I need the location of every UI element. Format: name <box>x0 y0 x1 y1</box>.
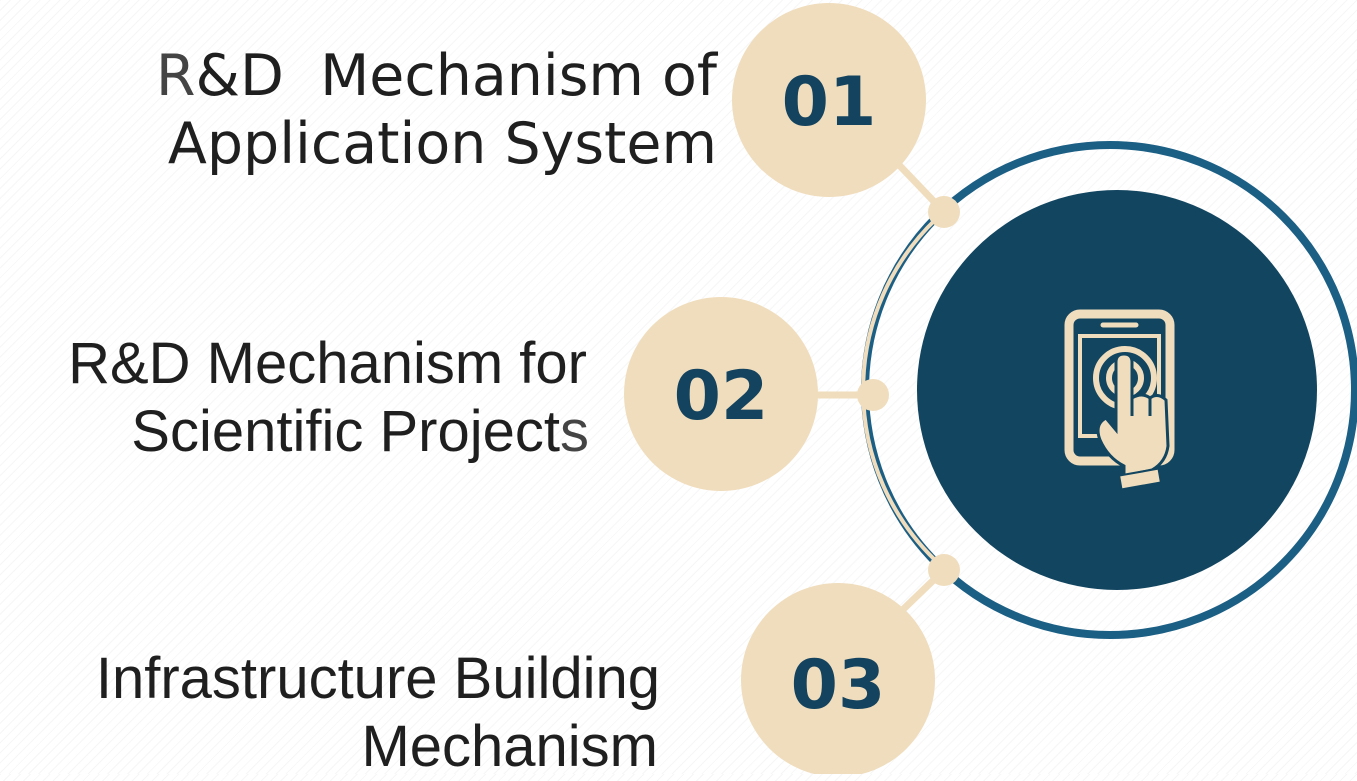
connector-dot-02 <box>857 379 889 411</box>
badge-number-03: 03 <box>791 646 886 725</box>
connector-dot-01 <box>928 196 960 228</box>
label-01-line-1-rest: &D Mechanism of <box>195 43 717 109</box>
badge-03 <box>741 583 935 774</box>
label-03-line-1: Infrastructure Building <box>95 646 660 711</box>
label-02-line-2-main: Scientific Project <box>131 399 560 464</box>
label-item-01: R&D Mechanism of Application System <box>156 42 717 178</box>
smartphone-touch-icon <box>1064 309 1175 491</box>
label-01-line-1: R&D Mechanism of <box>156 42 717 110</box>
label-02-line-2-last: s <box>560 399 589 464</box>
label-03-line-2: Mechanism <box>361 714 658 779</box>
label-02-line-1: R&D Mechanism for <box>68 331 587 396</box>
badge-02 <box>624 297 818 491</box>
label-01-line-2: Application System <box>167 111 717 177</box>
label-02-line-2: Scientific Projects <box>68 398 589 466</box>
badge-01 <box>732 3 926 197</box>
badge-number-01: 01 <box>782 63 877 142</box>
connector-dot-03 <box>928 554 960 586</box>
label-item-03: Infrastructure Building Mechanism <box>96 645 660 781</box>
label-01-initial: R <box>155 43 196 109</box>
label-item-02: R&D Mechanism for Scientific Projects <box>68 330 589 466</box>
badge-number-02: 02 <box>674 357 769 436</box>
